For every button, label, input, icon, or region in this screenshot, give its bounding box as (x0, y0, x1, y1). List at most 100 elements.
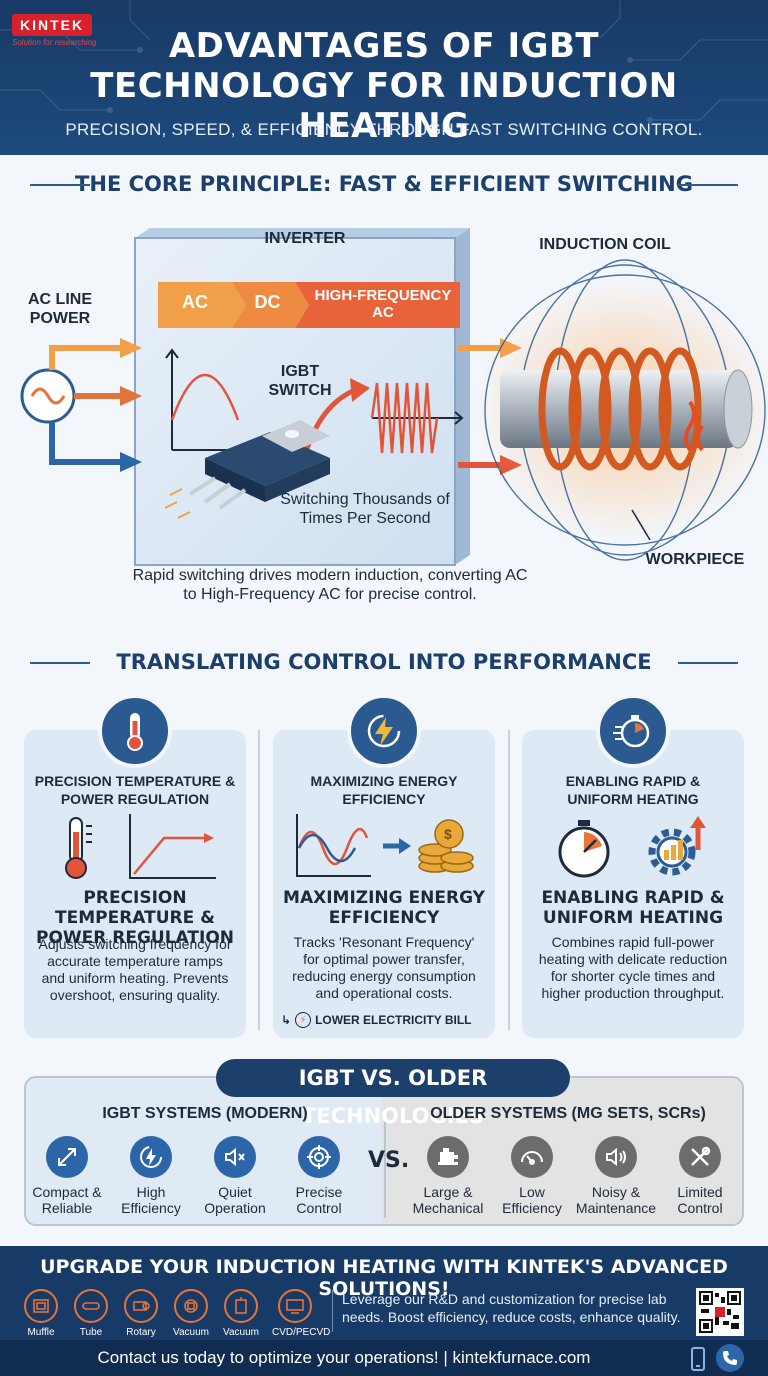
product-label: Vacuum (173, 1327, 209, 1338)
comparison-heading: IGBT VS. OLDER TECHNOLOGIES (216, 1059, 570, 1128)
product-rotary[interactable]: Rotary (118, 1289, 164, 1338)
performance-heading: TRANSLATING CONTROL INTO PERFORMANCE (20, 650, 748, 674)
header-banner: KINTEK Solution for researching ADVANTAG… (0, 0, 768, 155)
product-label: Muffle (27, 1327, 55, 1338)
thermometer-graph-illustration (65, 814, 216, 879)
card-energy: MAXIMIZING ENERGY EFFICIENCY $ MAXIMIZIN… (273, 730, 495, 1038)
card-rapid: ENABLING RAPID & UNIFORM HEATING ENABLIN… (522, 730, 744, 1038)
high-efficiency-icon (130, 1136, 172, 1178)
product-tube[interactable]: Tube (68, 1289, 114, 1338)
compact-arrows-icon (46, 1136, 88, 1178)
card-precision: PRECISION TEMPERATURE & POWER REGULATION… (24, 730, 246, 1038)
inverter-diagram (20, 228, 768, 566)
vacuum-furnace-icon (174, 1289, 208, 1323)
svg-text:$: $ (444, 826, 452, 842)
vs-label: VS. (368, 1148, 410, 1173)
thermometer-icon (98, 694, 172, 768)
quiet-operation-item: Quiet Operation (193, 1136, 277, 1216)
card-divider (258, 730, 260, 1030)
lower-bill-note: ↳ ⚡ LOWER ELECTRICITY BILL (281, 1012, 472, 1028)
high-efficiency-label: High Efficiency (121, 1184, 181, 1216)
card-rapid-description: Combines rapid full-power heating with d… (538, 934, 728, 1001)
gauge-icon (511, 1136, 553, 1178)
vacuum-chamber-icon (224, 1289, 258, 1323)
card-precision-small-title: PRECISION TEMPERATURE & POWER REGULATION (34, 773, 236, 807)
lightning-icon: ⚡ (295, 1012, 312, 1028)
card-rapid-small-title: ENABLING RAPID & UNIFORM HEATING (565, 773, 701, 807)
energy-bolt-icon (347, 694, 421, 768)
footer-description: Leverage our R&D and customization for p… (342, 1291, 681, 1325)
card-energy-description: Tracks 'Resonant Frequency' for optimal … (292, 934, 476, 1001)
noisy-speaker-icon (595, 1136, 637, 1178)
stopwatch-icon (596, 694, 670, 768)
limited-control-label: Limited Control (677, 1184, 723, 1216)
product-vacuum[interactable]: Vacuum (168, 1289, 214, 1338)
logo-wordmark: KINTEK (12, 14, 93, 36)
card-rapid-title: ENABLING RAPID & UNIFORM HEATING (541, 888, 725, 928)
noisy-maintenance-label: Noisy & Maintenance (575, 1184, 657, 1216)
cvd-system-icon (278, 1289, 312, 1323)
title-line-2: TECHNOLOGY FOR INDUCTION HEATING (90, 66, 678, 146)
compact-reliable-item: Compact & Reliable (25, 1136, 109, 1216)
circuit-pattern (0, 0, 768, 123)
noisy-maintenance-item: Noisy & Maintenance (574, 1136, 658, 1216)
tools-icon (679, 1136, 721, 1178)
card-energy-small-title: MAXIMIZING ENERGY EFFICIENCY (310, 773, 458, 807)
principle-heading: THE CORE PRINCIPLE: FAST & EFFICIENT SWI… (20, 172, 748, 196)
compact-reliable-label: Compact & Reliable (32, 1184, 102, 1216)
stage-ac: AC (182, 292, 208, 312)
rotary-furnace-icon (124, 1289, 158, 1323)
card-energy-title: MAXIMIZING ENERGY EFFICIENCY (283, 888, 485, 928)
qr-code[interactable] (696, 1288, 744, 1336)
footer-contact-bar (0, 1340, 768, 1376)
modern-systems-title: IGBT SYSTEMS (MODERN) (102, 1105, 308, 1122)
older-systems-title: OLDER SYSTEMS (MG SETS, SCRs) (430, 1105, 706, 1122)
tube-furnace-icon (74, 1289, 108, 1323)
product-cvd-pecvd[interactable]: CVD/PECVD (272, 1289, 331, 1338)
machine-icon (427, 1136, 469, 1178)
stage-dc: DC (254, 292, 281, 312)
precise-control-item: Precise Control (277, 1136, 361, 1216)
igbt-switch-label: IGBT SWITCH (268, 363, 332, 399)
target-icon (298, 1136, 340, 1178)
phone-call-icon[interactable] (716, 1344, 744, 1372)
precise-control-label: Precise Control (295, 1184, 343, 1216)
large-mechanical-label: Large & Mechanical (412, 1184, 484, 1216)
product-vacuum-2[interactable]: Vacuum (218, 1289, 264, 1338)
mobile-phone-icon[interactable] (690, 1346, 706, 1376)
product-label: Vacuum (223, 1327, 259, 1338)
ac-line-power-label: AC LINE POWER (28, 291, 92, 327)
quiet-speaker-icon (214, 1136, 256, 1178)
footer-title: UPGRADE YOUR INDUCTION HEATING WITH KINT… (40, 1256, 728, 1300)
footer-separator (332, 1290, 333, 1332)
title-line-1: ADVANTAGES OF IGBT (168, 26, 600, 66)
page-subtitle: PRECISION, SPEED, & EFFICIENCY THROUGH F… (65, 120, 703, 139)
footer-contact-text[interactable]: Contact us today to optimize your operat… (97, 1348, 591, 1367)
product-label: Rotary (126, 1327, 156, 1338)
switching-note: Switching Thousands of Times Per Second (280, 491, 450, 527)
quiet-operation-label: Quiet Operation (204, 1184, 266, 1216)
logo-tagline: Solution for researching (12, 38, 97, 47)
inverter-label: INVERTER (264, 230, 346, 247)
card-divider (508, 730, 510, 1030)
low-efficiency-label: Low Efficiency (502, 1184, 562, 1216)
product-label: CVD/PECVD (272, 1327, 331, 1338)
high-efficiency-item: High Efficiency (109, 1136, 193, 1216)
lower-bill-text: LOWER ELECTRICITY BILL (315, 1013, 472, 1027)
workpiece-label: WORKPIECE (645, 551, 745, 568)
card-precision-title: PRECISION TEMPERATURE & POWER REGULATION (35, 888, 234, 948)
product-muffle[interactable]: Muffle (18, 1289, 64, 1338)
stage-high-frequency-ac: HIGH-FREQUENCY AC (314, 287, 452, 321)
page-title: ADVANTAGES OF IGBT TECHNOLOGY FOR INDUCT… (40, 26, 728, 146)
kintek-logo[interactable]: KINTEK Solution for researching (12, 14, 122, 47)
stopwatch-gear-illustration (558, 816, 706, 878)
card-precision-description: Adjusts switching frequency for accurate… (38, 936, 232, 1003)
principle-caption: Rapid switching drives modern induction,… (132, 567, 528, 603)
return-arrow-icon: ↳ (281, 1013, 292, 1027)
waveform-coins-illustration: $ (296, 814, 474, 877)
performance-heading-text: TRANSLATING CONTROL INTO PERFORMANCE (116, 650, 652, 674)
low-efficiency-item: Low Efficiency (490, 1136, 574, 1216)
limited-control-item: Limited Control (658, 1136, 742, 1216)
product-label: Tube (79, 1327, 103, 1338)
induction-coil-label: INDUCTION COIL (539, 236, 671, 253)
